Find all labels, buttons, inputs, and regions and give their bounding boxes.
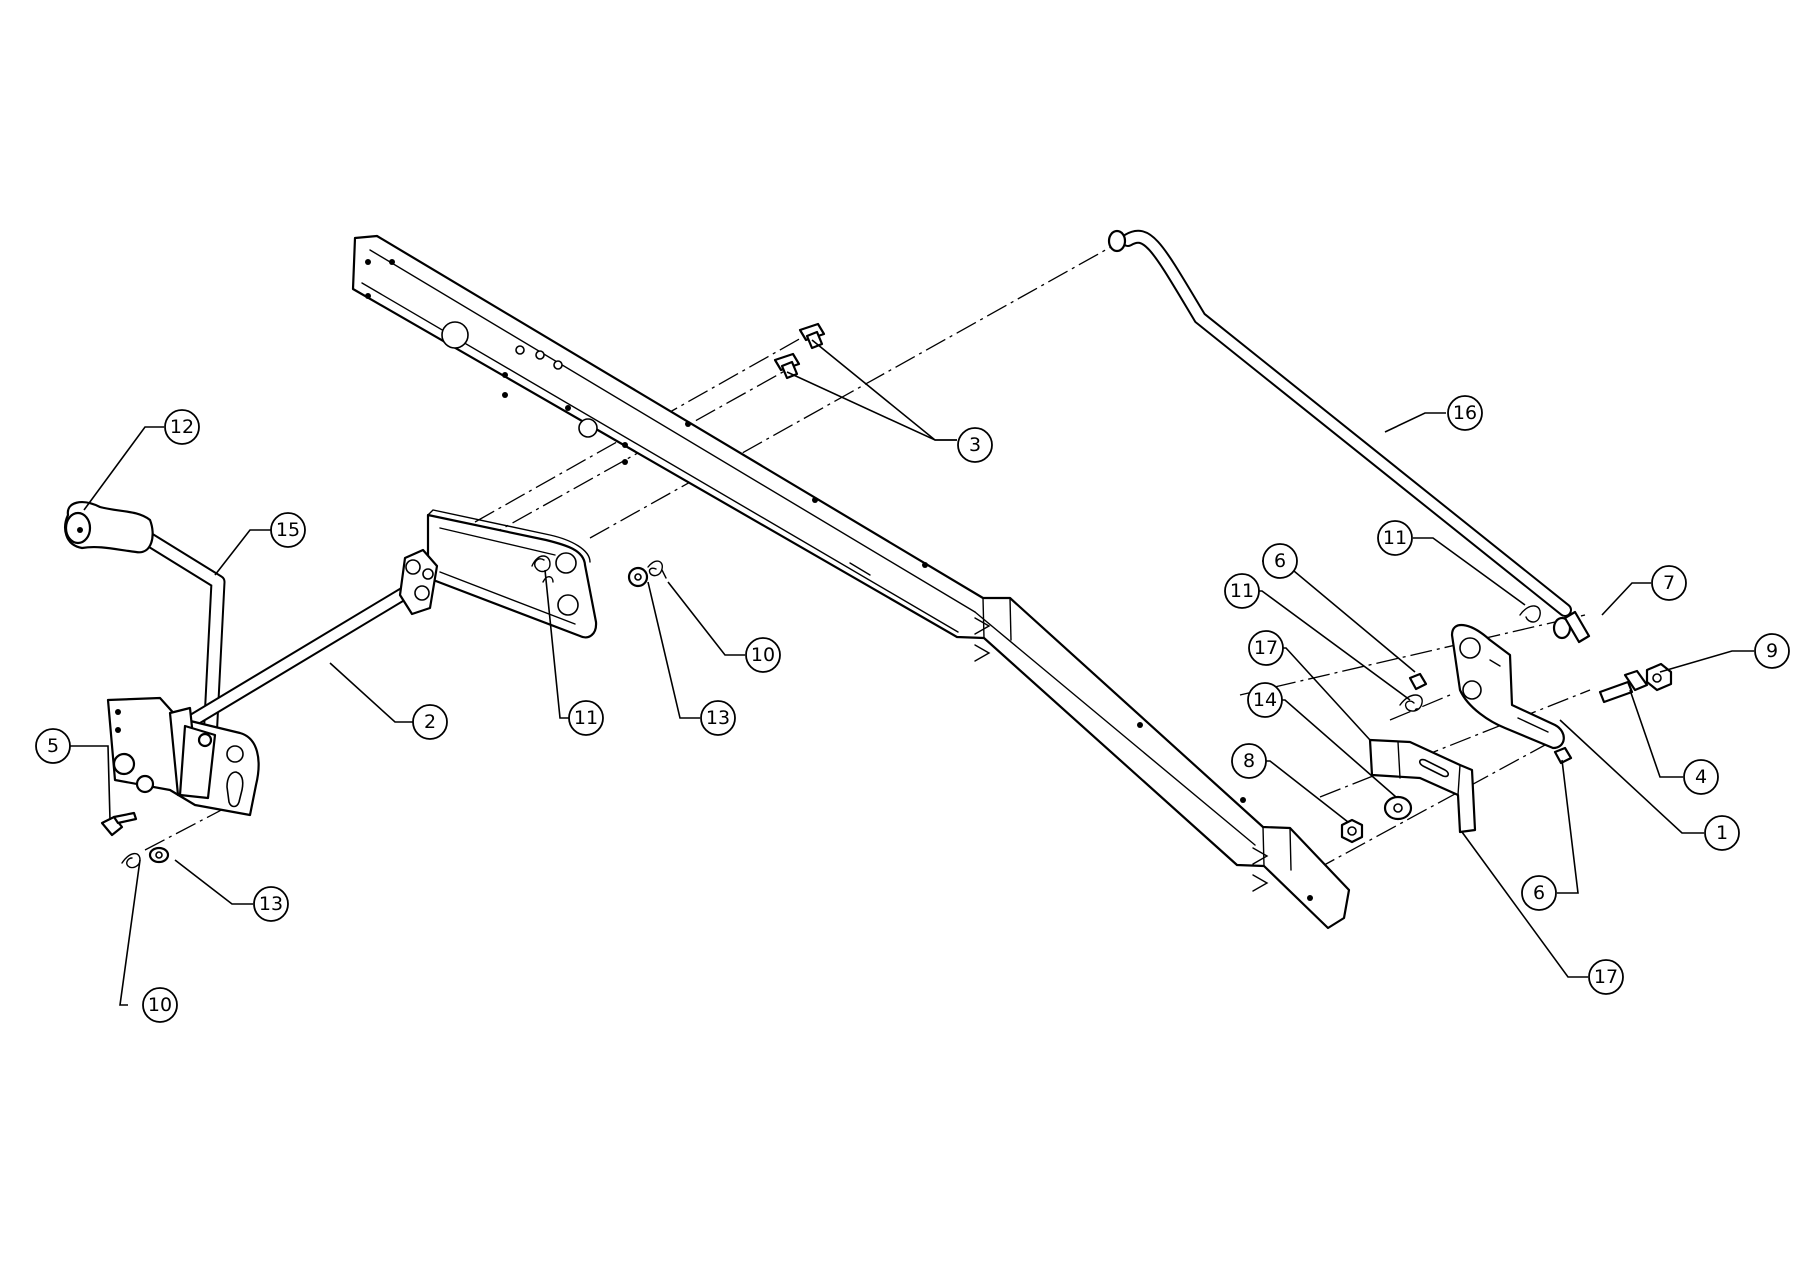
- svg-text:3: 3: [969, 434, 981, 456]
- svg-text:14: 14: [1253, 689, 1277, 711]
- svg-text:10: 10: [751, 644, 775, 666]
- svg-text:6: 6: [1274, 550, 1286, 572]
- callout-17: 17: [1588, 959, 1624, 995]
- svg-text:11: 11: [1383, 527, 1407, 549]
- svg-text:13: 13: [259, 893, 283, 915]
- callout-6: 6: [1262, 543, 1298, 579]
- lift-handle: [64, 501, 226, 748]
- callout-12: 12: [164, 409, 200, 445]
- svg-text:10: 10: [148, 994, 172, 1016]
- callout-15: 15: [270, 512, 306, 548]
- callout-6: 6: [1521, 875, 1557, 911]
- assembly-centerlines: [144, 242, 1591, 871]
- svg-text:16: 16: [1453, 402, 1477, 424]
- callout-13: 13: [253, 886, 289, 922]
- svg-text:15: 15: [276, 519, 300, 541]
- svg-text:13: 13: [706, 707, 730, 729]
- callout-4: 4: [1683, 759, 1719, 795]
- callout-10: 10: [142, 987, 178, 1023]
- svg-text:4: 4: [1695, 766, 1707, 788]
- callout-13: 13: [700, 700, 736, 736]
- svg-text:8: 8: [1243, 750, 1255, 772]
- callout-10: 10: [745, 637, 781, 673]
- svg-text:11: 11: [574, 707, 598, 729]
- callout-17: 17: [1248, 630, 1284, 666]
- callout-11: 11: [568, 700, 604, 736]
- cross-shaft: [183, 575, 430, 729]
- svg-text:17: 17: [1254, 637, 1278, 659]
- svg-text:12: 12: [170, 416, 194, 438]
- callout-2: 2: [412, 704, 448, 740]
- callout-1: 1: [1704, 815, 1740, 851]
- callouts: 12 15 2 5 13 10 11 13 10 3 16 11 7 9 4: [35, 395, 1790, 1023]
- svg-text:11: 11: [1230, 580, 1254, 602]
- svg-text:9: 9: [1766, 640, 1778, 662]
- svg-text:7: 7: [1663, 572, 1675, 594]
- svg-text:17: 17: [1594, 966, 1618, 988]
- lift-rod: [1107, 229, 1591, 644]
- callout-9: 9: [1754, 633, 1790, 669]
- svg-text:6: 6: [1533, 882, 1545, 904]
- svg-text:1: 1: [1716, 822, 1728, 844]
- svg-text:2: 2: [424, 711, 436, 733]
- left-lift-bracket: [100, 696, 260, 869]
- callout-14: 14: [1247, 682, 1283, 718]
- callout-11: 11: [1224, 573, 1260, 609]
- callout-16: 16: [1447, 395, 1483, 431]
- bolts-3: [773, 322, 826, 380]
- svg-text:5: 5: [47, 735, 59, 757]
- frame-rail: [351, 234, 1351, 930]
- right-side-hardware: [1340, 605, 1673, 844]
- callout-3: 3: [957, 427, 993, 463]
- center-mounting-plate: [398, 509, 667, 639]
- callout-8: 8: [1231, 743, 1267, 779]
- callout-11: 11: [1377, 520, 1413, 556]
- callout-7: 7: [1651, 565, 1687, 601]
- callout-5: 5: [35, 728, 71, 764]
